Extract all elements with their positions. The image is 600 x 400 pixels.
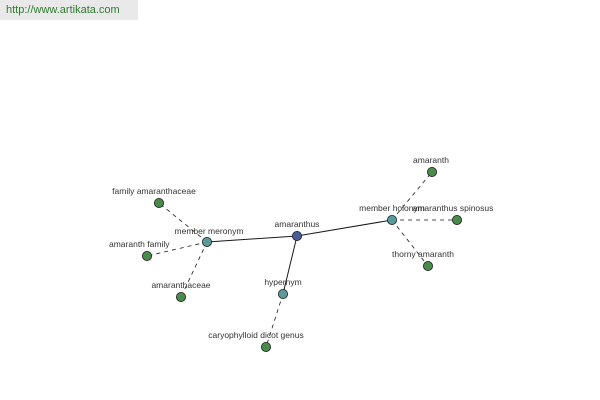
leaf-node-label: amaranth family (109, 239, 170, 249)
leaf-node (422, 260, 433, 271)
site-url-link[interactable]: http://www.artikata.com (0, 0, 138, 20)
relation-node-label: member meronym (175, 226, 244, 236)
leaf-node (426, 166, 437, 177)
leaf-edge (180, 241, 208, 298)
leaf-node-label: caryophylloid dicot genus (208, 330, 303, 340)
leaf-node (153, 197, 164, 208)
leaf-node (175, 291, 186, 302)
graph-nodes (141, 166, 462, 352)
leaf-edge (265, 293, 284, 348)
relation-edge (282, 235, 298, 295)
leaf-node-label: amaranthaceae (151, 280, 210, 290)
leaf-node (451, 214, 462, 225)
center-node (291, 230, 302, 241)
graph-labels: amaranthus member meronym family amarantha… (109, 155, 493, 340)
relation-edge (296, 219, 393, 237)
relation-node (201, 236, 212, 247)
leaf-node-label: family amaranthaceae (112, 186, 196, 196)
relation-node-label: member holonym (359, 203, 425, 213)
leaf-edge (391, 219, 429, 267)
leaf-node-label: amaranthus spinosus (413, 203, 494, 213)
leaf-edge (391, 171, 433, 221)
leaf-node (141, 250, 152, 261)
leaf-node (260, 341, 271, 352)
leaf-node-label: thorny amaranth (392, 249, 454, 259)
leaf-node-label: amaranth (413, 155, 449, 165)
relation-node-label: hypernym (264, 277, 301, 287)
leaf-edge (146, 241, 208, 257)
relation-edge (206, 235, 298, 243)
relation-node (386, 214, 397, 225)
relation-node (277, 288, 288, 299)
graph-edges (146, 171, 457, 348)
center-node-label: amaranthus (275, 219, 320, 229)
leaf-edge (158, 202, 208, 243)
